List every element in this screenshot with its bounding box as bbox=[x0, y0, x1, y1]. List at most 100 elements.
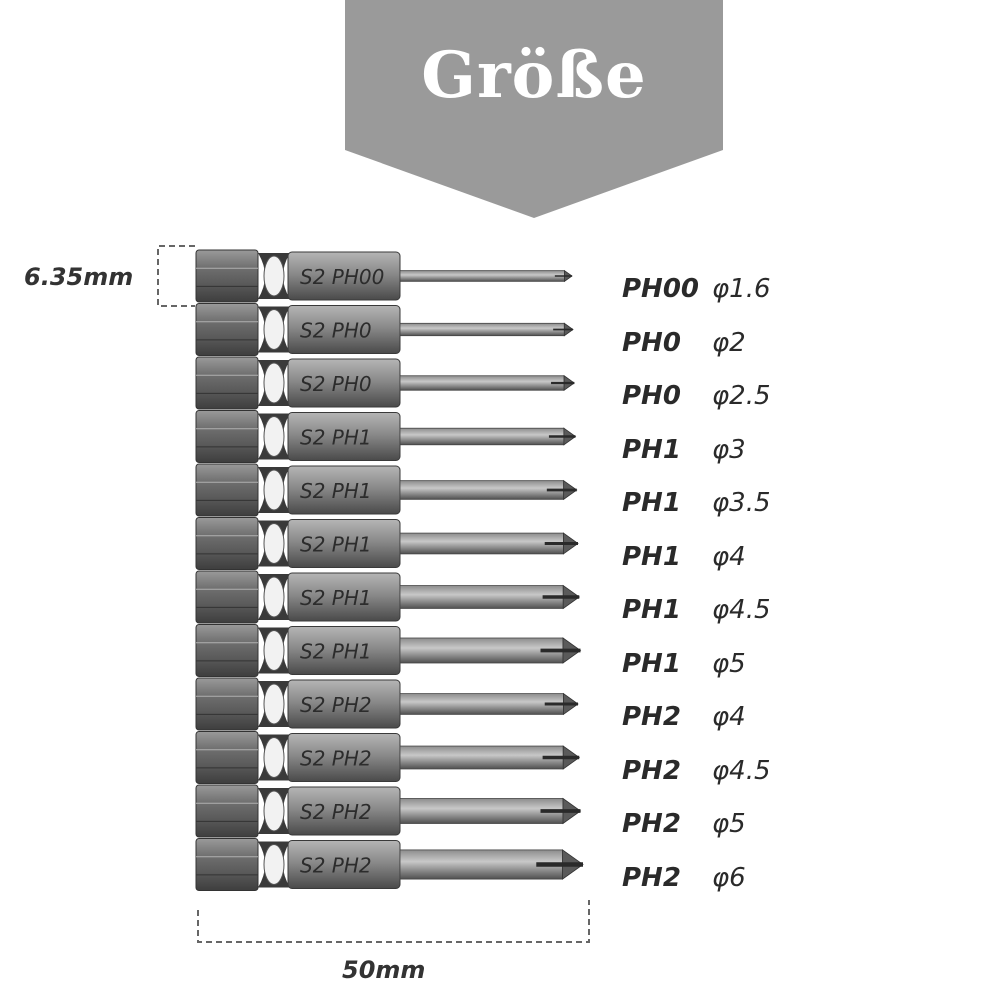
spec-row: PH1 φ4 bbox=[622, 542, 982, 572]
bit-hex-shank bbox=[195, 624, 259, 677]
spec-diameter: φ4 bbox=[712, 702, 746, 732]
bit: S2 PH0 bbox=[195, 303, 574, 356]
bit-shaft bbox=[399, 427, 565, 446]
bit-stamp: S2 PH2 bbox=[300, 747, 372, 771]
spec-type: PH1 bbox=[622, 488, 681, 518]
bit-shaft bbox=[399, 849, 563, 880]
bit: S2 PH1 bbox=[195, 624, 582, 677]
bit: S2 PH1 bbox=[195, 463, 578, 517]
bit-groove-highlight bbox=[263, 790, 285, 832]
spec-type: PH1 bbox=[622, 595, 681, 625]
bit-shaft bbox=[399, 745, 564, 770]
bit: S2 PH1 bbox=[195, 410, 577, 463]
bit-stamp: S2 PH0 bbox=[300, 372, 372, 396]
hex-width-label: 6.35mm bbox=[24, 263, 134, 291]
bit: S2 PH2 bbox=[195, 784, 582, 838]
spec-row: PH0 φ2.5 bbox=[622, 381, 982, 411]
bit-shaft bbox=[399, 532, 564, 555]
bit-hex-shank bbox=[195, 677, 259, 731]
banner-shape bbox=[345, 0, 723, 218]
bit: S2 PH00 bbox=[195, 249, 573, 303]
spec-row: PH1 φ5 bbox=[622, 649, 982, 679]
bit-groove-highlight bbox=[263, 416, 285, 457]
spec-type: PH0 bbox=[622, 327, 681, 358]
spec-type: PH1 bbox=[622, 541, 681, 572]
bit: S2 PH2 bbox=[195, 838, 584, 891]
bit-hex-shank bbox=[195, 731, 259, 784]
bit-shaft bbox=[399, 693, 564, 715]
bit-stamp: S2 PH1 bbox=[300, 640, 372, 664]
bit: S2 PH2 bbox=[195, 677, 579, 731]
bit-shaft bbox=[399, 480, 565, 500]
spec-diameter: φ1.6 bbox=[712, 274, 771, 304]
hex-dimension-bracket bbox=[157, 245, 195, 307]
size-banner: Größe bbox=[0, 0, 1000, 220]
bit: S2 PH0 bbox=[195, 356, 575, 410]
spec-row: PH1 φ3 bbox=[622, 435, 982, 465]
spec-diameter: φ4 bbox=[712, 541, 746, 572]
spec-type: PH2 bbox=[622, 862, 681, 893]
bit-stamp: S2 PH1 bbox=[300, 533, 372, 557]
bit-groove-highlight bbox=[263, 309, 285, 350]
spec-row: PH2 φ6 bbox=[622, 863, 982, 893]
bit-hex-shank bbox=[195, 249, 259, 303]
spec-diameter: φ3.5 bbox=[712, 488, 771, 518]
length-label: 50mm bbox=[342, 956, 426, 984]
bit-groove-highlight bbox=[263, 683, 285, 725]
bit-stamp: S2 PH2 bbox=[300, 800, 372, 824]
spec-type: PH00 bbox=[622, 274, 699, 304]
bit: S2 PH2 bbox=[195, 731, 580, 784]
bit-groove-highlight bbox=[263, 523, 285, 564]
bit-hex-shank bbox=[195, 463, 259, 517]
bit-stamp: S2 PH2 bbox=[300, 693, 372, 717]
spec-diameter: φ6 bbox=[712, 862, 746, 893]
bit-hex-shank bbox=[195, 410, 259, 463]
bit-shaft bbox=[399, 585, 564, 609]
spec-diameter: φ3 bbox=[712, 434, 746, 465]
spec-type: PH0 bbox=[622, 381, 681, 411]
bit-shaft bbox=[399, 322, 565, 337]
spec-row: PH2 φ4 bbox=[622, 702, 982, 732]
banner-title: Größe bbox=[421, 38, 647, 113]
length-dimension-bracket bbox=[197, 900, 590, 943]
bit: S2 PH1 bbox=[195, 517, 579, 570]
bit-hex-shank bbox=[195, 303, 259, 356]
spec-type: PH2 bbox=[622, 702, 681, 732]
bits-group: S2 PH00 S2 PH0 S2 PH0 S2 PH1 S2 PH1 S2 PH1 S2 … bbox=[195, 249, 584, 891]
bit-hex-shank bbox=[195, 517, 259, 570]
spec-diameter: φ4.5 bbox=[712, 595, 771, 625]
bit-stamp: S2 PH00 bbox=[300, 265, 384, 289]
spec-type: PH2 bbox=[622, 755, 681, 786]
bit-groove-highlight bbox=[263, 362, 285, 404]
bit-shaft bbox=[399, 798, 564, 824]
bit-groove-highlight bbox=[263, 469, 285, 511]
bit: S2 PH1 bbox=[195, 570, 580, 624]
bit-hex-shank bbox=[195, 356, 259, 410]
bit-hex-shank bbox=[195, 784, 259, 838]
spec-type: PH1 bbox=[622, 434, 681, 465]
bit-groove-highlight bbox=[263, 576, 285, 618]
bit-groove-highlight bbox=[263, 630, 285, 671]
spec-diameter: φ2.5 bbox=[712, 381, 771, 411]
bit-stamp: S2 PH0 bbox=[300, 319, 372, 343]
spec-row: PH00 φ1.6 bbox=[622, 274, 982, 304]
bit-stamp: S2 PH1 bbox=[300, 586, 372, 610]
bit-hex-shank bbox=[195, 570, 259, 624]
spec-type: PH2 bbox=[622, 809, 681, 839]
bit-shaft bbox=[399, 637, 564, 664]
bit-groove-highlight bbox=[263, 844, 285, 885]
spec-type: PH1 bbox=[622, 648, 681, 679]
bit-stamp: S2 PH1 bbox=[300, 479, 372, 503]
bit-groove-highlight bbox=[263, 255, 285, 297]
bit-stamp: S2 PH1 bbox=[300, 426, 372, 450]
bit-shaft bbox=[399, 270, 565, 282]
bit-hex-shank bbox=[195, 838, 259, 891]
spec-diameter: φ2 bbox=[712, 327, 746, 358]
spec-row: PH0 φ2 bbox=[622, 328, 982, 358]
bit-stamp: S2 PH2 bbox=[300, 854, 372, 878]
spec-row: PH1 φ4.5 bbox=[622, 595, 982, 625]
spec-diameter: φ5 bbox=[712, 648, 746, 679]
